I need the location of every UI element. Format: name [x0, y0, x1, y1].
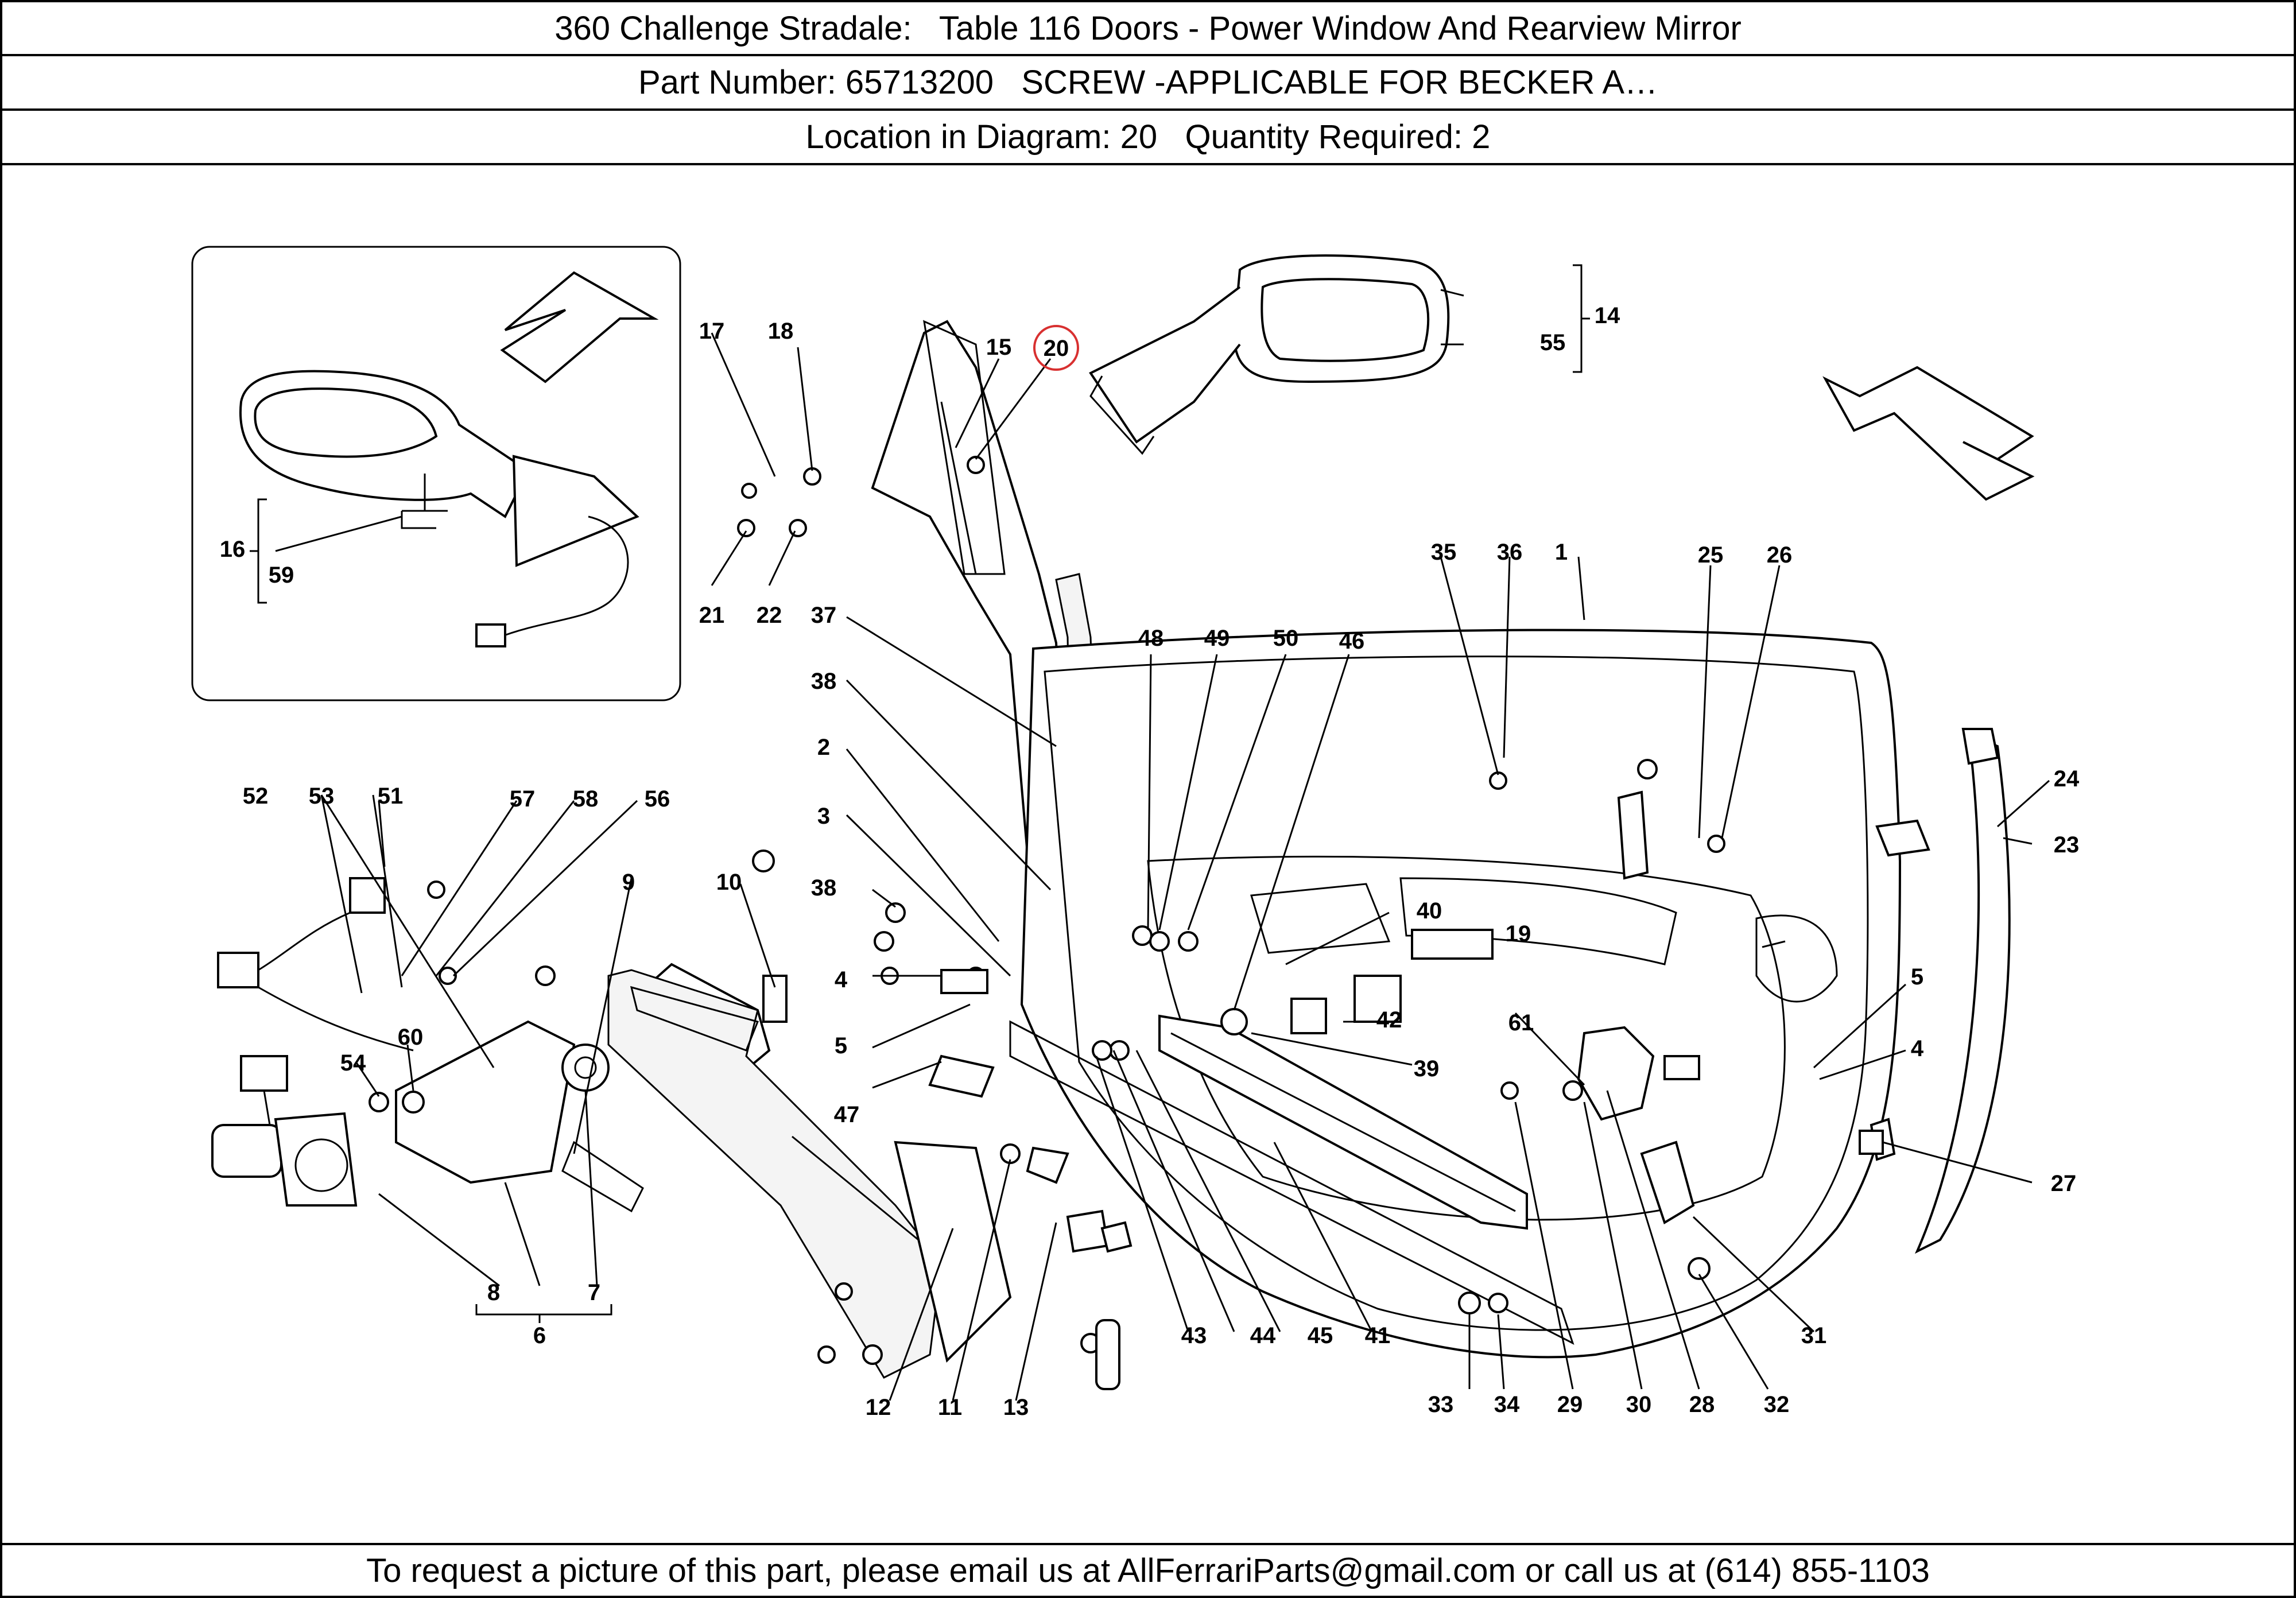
callout-label: 4: [1911, 1036, 1924, 1061]
callout-label: 41: [1365, 1323, 1391, 1348]
callout-label: 49: [1204, 626, 1230, 651]
main-mirror: [1089, 254, 1450, 455]
callout-label: 14: [1595, 303, 1620, 328]
callout-label: 55: [1540, 330, 1566, 355]
callout-label: 40: [1417, 898, 1442, 924]
callout-label: 9: [622, 870, 635, 895]
callout-label: 37: [811, 603, 837, 628]
callout-label: 22: [757, 603, 782, 628]
callout-labels: 1 2 3 4 4 5 5 6 7 8 9 10 11 12 13 14 15 …: [220, 303, 2080, 1420]
callout-label: 13: [1003, 1395, 1029, 1420]
callout-label: 38: [811, 875, 837, 901]
regulator-arm-assembly: [395, 963, 1012, 1379]
footer-bar: To request a picture of this part, pleas…: [0, 1543, 2296, 1598]
callout-label: 11: [938, 1395, 962, 1420]
location-bar: Location in Diagram: 20 Quantity Require…: [0, 111, 2296, 165]
callout-label: 35: [1431, 540, 1457, 565]
callout-label: 5: [835, 1033, 847, 1058]
callout-label: 38: [811, 669, 837, 694]
location-line: Location in Diagram: 20 Quantity Require…: [805, 118, 1491, 156]
callout-label: 47: [834, 1102, 860, 1127]
callout-label: 4: [835, 967, 848, 992]
door-panel: [1020, 629, 1902, 1359]
callout-label: 54: [340, 1050, 366, 1076]
callout-label: 3: [817, 804, 830, 829]
callout-label: 48: [1138, 626, 1164, 651]
callout-label: 10: [716, 870, 742, 895]
callout-label: 61: [1508, 1010, 1534, 1035]
fasteners: [369, 456, 1884, 1390]
mirror-inset-box: [191, 246, 681, 701]
highlight-ring: [1033, 325, 1079, 371]
callout-label: 28: [1689, 1392, 1715, 1417]
footer-contact-text: To request a picture of this part, pleas…: [366, 1552, 1930, 1589]
callout-label: 33: [1428, 1392, 1454, 1417]
callout-label: 26: [1767, 542, 1793, 568]
callout-label: 43: [1181, 1323, 1207, 1348]
leader-lines: [250, 264, 2050, 1401]
callout-label: 56: [645, 786, 670, 812]
callout-label: 58: [573, 786, 599, 812]
callout-label: 59: [269, 563, 294, 588]
callout-label: 24: [2054, 766, 2080, 792]
callout-label: 6: [533, 1323, 546, 1348]
weatherstrip: [1914, 732, 2011, 1254]
direction-arrow-icon: [500, 271, 659, 383]
callout-label: 19: [1506, 921, 1531, 947]
callout-label: 45: [1308, 1323, 1333, 1348]
callout-label: 8: [487, 1280, 500, 1305]
page-title: 360 Challenge Stradale: Table 116 Doors …: [554, 9, 1742, 47]
door-hinges: [1617, 728, 1999, 880]
callout-label: 60: [398, 1025, 424, 1050]
callout-label: 16: [220, 537, 246, 562]
callout-label: 12: [866, 1395, 891, 1420]
callout-label: 15: [986, 335, 1012, 360]
callout-label: 30: [1626, 1392, 1652, 1417]
callout-label: 53: [309, 784, 335, 809]
callout-label: 21: [699, 603, 725, 628]
callout-label: 57: [510, 786, 536, 812]
callout-label: 25: [1698, 542, 1724, 568]
window-motor: [211, 1055, 358, 1207]
callout-label: 18: [768, 319, 794, 344]
callout-label: 52: [243, 784, 269, 809]
title-bar: 360 Challenge Stradale: Table 116 Doors …: [0, 0, 2296, 56]
callout-label: 7: [588, 1280, 600, 1305]
callout-label: 29: [1557, 1392, 1583, 1417]
callout-label: 36: [1497, 540, 1523, 565]
callout-label: 27: [2051, 1171, 2077, 1196]
wiring-harness: [217, 877, 414, 1052]
callout-label: 5: [1911, 964, 1923, 990]
part-number-line: Part Number: 65713200 SCREW -APPLICABLE …: [638, 64, 1658, 101]
parts-diagram: 1 2 3 4 4 5 5 6 7 8 9 10 11 12 13 14 15 …: [191, 246, 2080, 1420]
callout-label: 50: [1273, 626, 1299, 651]
callout-label: 32: [1764, 1392, 1790, 1417]
callout-label: 23: [2054, 832, 2080, 858]
callout-label: 39: [1414, 1056, 1440, 1081]
callout-label: 2: [817, 735, 830, 760]
callout-label: 42: [1376, 1007, 1402, 1033]
callout-label: 46: [1339, 629, 1365, 654]
callout-label: 17: [699, 319, 725, 344]
frame-left-border: [0, 0, 2, 1598]
callout-label: 51: [378, 784, 404, 809]
frame-right-border: [2294, 0, 2296, 1598]
part-number-bar: Part Number: 65713200 SCREW -APPLICABLE …: [0, 56, 2296, 111]
direction-arrow-icon: [1822, 366, 2035, 501]
callout-label: 20: [1044, 336, 1069, 361]
callout-label: 34: [1494, 1392, 1520, 1417]
regulator-rail: [1009, 1014, 1574, 1345]
callout-label: 31: [1801, 1323, 1827, 1348]
callout-label: 1: [1555, 540, 1568, 565]
callout-label: 44: [1250, 1323, 1276, 1348]
